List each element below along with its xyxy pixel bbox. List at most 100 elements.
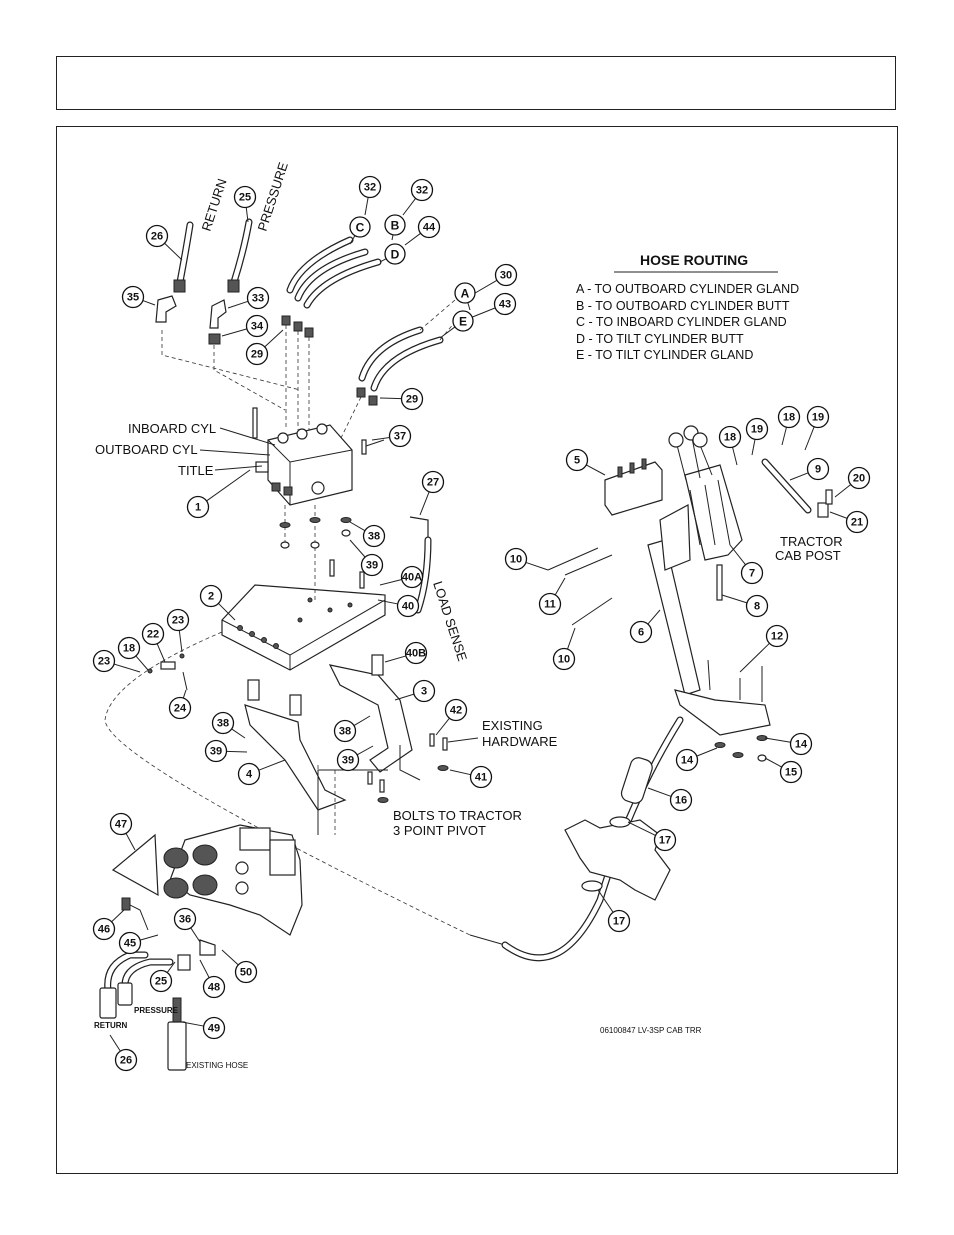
svg-text:40B: 40B: [406, 648, 426, 660]
existing-hardware-label-2: HARDWARE: [482, 734, 558, 749]
callout-c25b: 25: [149, 961, 176, 993]
callout-c38a: 38: [349, 521, 386, 548]
callout-c18a: 18: [718, 425, 742, 466]
callout-c25: 25: [233, 185, 257, 223]
svg-text:14: 14: [681, 755, 694, 767]
svg-text:6: 6: [638, 627, 644, 639]
callout-c49: 49: [181, 1016, 226, 1040]
route-d: D - TO TILT CYLINDER BUTT: [576, 332, 744, 346]
callout-c36: 36: [173, 907, 201, 943]
svg-text:46: 46: [98, 924, 110, 936]
callout-c32a: 32: [358, 175, 382, 216]
callout-c9: 9: [789, 457, 830, 481]
return-pressure-hoses: RETURN PRESSURE: [155, 160, 301, 411]
lock-hardware: [104, 631, 471, 936]
callout-c8: 8: [721, 594, 769, 618]
svg-text:27: 27: [427, 477, 439, 489]
callout-c30: 30: [469, 263, 518, 297]
svg-text:9: 9: [815, 464, 821, 476]
hose-letter-c: C: [349, 216, 371, 245]
svg-text:49: 49: [208, 1023, 220, 1035]
svg-text:25: 25: [239, 192, 251, 204]
svg-text:1: 1: [195, 502, 201, 514]
svg-text:30: 30: [500, 270, 512, 282]
callout-c40a: 40A: [379, 565, 424, 589]
callout-c38c: 38: [333, 715, 371, 743]
callout-c26b: 26: [109, 1034, 138, 1072]
callout-c10b: 10: [552, 627, 576, 671]
work-hoses-right: [339, 299, 456, 441]
callout-c40b: 40B: [384, 641, 428, 665]
svg-text:15: 15: [785, 767, 797, 779]
bracket-3: [328, 654, 421, 781]
inboard-cyl-label: INBOARD CYL: [128, 421, 216, 436]
callout-c7: 7: [729, 544, 764, 585]
svg-text:39: 39: [342, 755, 354, 767]
callout-c20: 20: [834, 466, 871, 498]
control-tower: [547, 425, 833, 762]
svg-text:7: 7: [749, 568, 755, 580]
svg-text:42: 42: [450, 705, 462, 717]
callout-c19b: 19: [804, 405, 830, 451]
callout-c40: 40: [377, 594, 420, 618]
svg-text:4: 4: [246, 769, 253, 781]
svg-text:32: 32: [364, 182, 376, 194]
svg-text:21: 21: [851, 517, 863, 529]
callout-c19a: 19: [745, 417, 769, 456]
text-labels: INBOARD CYL OUTBOARD CYL TITLE TRACTOR C…: [95, 421, 843, 1035]
svg-text:E: E: [459, 315, 467, 329]
bolts-label-2: 3 POINT PIVOT: [393, 823, 486, 838]
svg-text:3: 3: [421, 686, 427, 698]
svg-text:C: C: [356, 221, 365, 235]
svg-text:17: 17: [613, 916, 625, 928]
svg-text:12: 12: [771, 631, 783, 643]
control-cable: [469, 716, 684, 962]
svg-text:D: D: [391, 248, 400, 262]
callout-c23a: 23: [166, 608, 190, 653]
callout-c44: 44: [404, 215, 441, 246]
valve-mount-plate: [221, 505, 386, 671]
svg-text:32: 32: [416, 185, 428, 197]
title-label: TITLE: [178, 463, 214, 478]
hose-letter-d: D: [379, 243, 406, 265]
callout-c3: 3: [394, 679, 436, 703]
callout-c17b: 17: [597, 889, 631, 933]
callout-c27: 27: [419, 470, 445, 516]
svg-text:45: 45: [124, 938, 136, 950]
callout-c29b: 29: [379, 387, 424, 411]
callout-c43: 43: [469, 292, 517, 319]
callout-c32b: 32: [402, 178, 434, 216]
svg-text:39: 39: [366, 560, 378, 572]
svg-text:19: 19: [751, 424, 763, 436]
svg-text:35: 35: [127, 292, 139, 304]
callout-c42: 42: [435, 698, 468, 736]
route-c: C - TO INBOARD CYLINDER GLAND: [576, 315, 787, 329]
svg-text:24: 24: [174, 703, 187, 715]
callout-c1: 1: [186, 469, 251, 519]
svg-text:43: 43: [499, 299, 511, 311]
header-box: [56, 56, 896, 110]
svg-text:38: 38: [368, 531, 380, 543]
svg-text:18: 18: [783, 412, 795, 424]
callout-c14a: 14: [675, 747, 718, 772]
callout-c18c: 18: [117, 636, 149, 671]
svg-text:8: 8: [754, 601, 760, 613]
callout-c29a: 29: [245, 329, 284, 366]
svg-text:41: 41: [475, 772, 487, 784]
svg-text:48: 48: [208, 982, 220, 994]
svg-text:29: 29: [251, 349, 263, 361]
callout-c12: 12: [739, 624, 789, 673]
hose-letter-a: A: [454, 282, 476, 311]
callout-c39c: 39: [336, 745, 374, 772]
callouts: 1234567891010111214141516171718181819192…: [92, 175, 871, 1072]
callout-c41: 41: [449, 765, 493, 789]
callout-c23b: 23: [92, 649, 141, 673]
control-valve: [252, 407, 385, 506]
callout-c37: 37: [371, 424, 412, 448]
svg-text:25: 25: [155, 976, 167, 988]
svg-text:47: 47: [115, 819, 127, 831]
svg-text:A: A: [461, 287, 470, 301]
callout-c15: 15: [764, 757, 803, 784]
callout-c50: 50: [221, 949, 258, 984]
